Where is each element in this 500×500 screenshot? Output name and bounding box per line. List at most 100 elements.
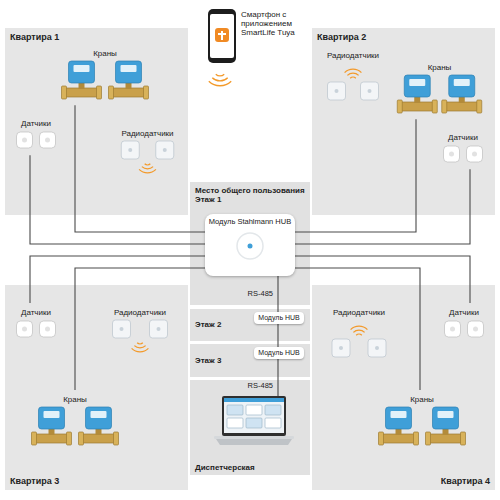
valve-pipe <box>429 434 463 443</box>
water-sensor <box>40 321 56 337</box>
radio-icon <box>103 319 177 359</box>
radio-sensor <box>150 320 168 338</box>
group-label: Датчики <box>440 133 486 142</box>
sensor-dot <box>335 89 339 93</box>
radio-icon <box>323 319 395 359</box>
app-icon-mark <box>221 31 223 40</box>
phone-screen <box>210 14 234 58</box>
panel-fill <box>5 285 188 490</box>
screen-bar <box>224 398 284 402</box>
screen-tile <box>227 418 243 428</box>
valve-nut <box>67 432 72 445</box>
floor-panel: Место общего пользования Этаж 1Модуль St… <box>190 182 310 305</box>
valve-nut <box>109 86 114 99</box>
laptop-cable <box>277 380 278 396</box>
edge-label: RS-485 <box>247 382 274 391</box>
control-room-panel: Диспетчерская <box>190 380 310 475</box>
water-sensor <box>445 321 461 337</box>
valve-actuator <box>404 75 430 97</box>
valve-nut <box>477 100 482 113</box>
signal-wire <box>295 169 470 244</box>
hub-face <box>237 233 263 259</box>
laptop-lid <box>222 396 286 436</box>
valve-nut <box>97 86 102 99</box>
valve-pipe <box>382 434 416 443</box>
panel-fill <box>190 309 310 341</box>
sensor-dot <box>450 327 455 332</box>
laptop-base <box>216 439 292 445</box>
module-label: Модуль HUB <box>256 314 302 322</box>
sensor-dot <box>375 346 379 350</box>
sensor-dot <box>472 152 477 157</box>
valve-nut <box>414 432 419 445</box>
rs485-line <box>277 324 278 347</box>
radio-sensor <box>113 320 131 338</box>
sensor-icon <box>13 319 59 341</box>
panel-fill <box>5 28 188 215</box>
sensor-dot <box>22 327 27 332</box>
panel-label: Этаж 2 <box>195 320 221 329</box>
hub-module: Модуль HUB <box>254 312 304 324</box>
group-label: Датчики <box>13 308 59 317</box>
valve-nut <box>62 86 67 99</box>
valve-nut <box>432 100 437 113</box>
panel-label: Квартира 2 <box>317 32 366 42</box>
group-label: Краны <box>28 395 122 404</box>
radio-sensor <box>332 339 350 357</box>
group-label: Радиодатчики <box>320 51 386 60</box>
phone-caption: Смартфон с приложением SmartLife Tuya <box>241 10 323 38</box>
valve-icon <box>375 406 469 448</box>
wave-arc <box>353 330 364 332</box>
wave-arc <box>347 73 358 75</box>
hub-module: Модуль HUB <box>254 347 304 359</box>
signal-wire <box>75 105 205 232</box>
sensor-dot <box>45 138 50 143</box>
sensor-icon <box>441 319 487 341</box>
valve-badge <box>121 65 137 72</box>
signal-wire <box>295 256 470 303</box>
valve-pipe <box>400 102 434 111</box>
panel-label: Этаж 3 <box>195 356 221 365</box>
signal-wire <box>75 268 205 390</box>
valve-actuator <box>86 407 112 429</box>
signal-wire <box>295 268 420 390</box>
sensor-group: Датчики <box>10 303 62 344</box>
valve-nut <box>461 432 466 445</box>
rs485-line <box>277 276 278 312</box>
screen-tile <box>246 418 262 428</box>
valve-pipe <box>35 434 69 443</box>
edge-label: RS-485 <box>247 290 274 299</box>
valve-nut <box>114 432 119 445</box>
group-label: Датчики <box>13 119 59 128</box>
phone-icon <box>207 8 237 66</box>
app-icon <box>215 28 229 42</box>
hub-led <box>248 243 253 248</box>
radio-sensor-group: Радиодатчики <box>110 124 185 183</box>
radio-sensor-group: Радиодатчики <box>317 46 389 105</box>
wifi-waves <box>209 74 231 86</box>
valve-pipe <box>65 88 99 97</box>
valve-icon <box>395 74 484 116</box>
screen-tile <box>227 405 243 415</box>
valve-group: Краны <box>372 390 472 451</box>
radio-sensor <box>328 82 346 100</box>
laptop-deck <box>214 436 294 439</box>
panel-fill <box>312 285 495 490</box>
group-label: Краны <box>58 49 152 58</box>
valve-group: Краны <box>55 44 155 105</box>
wave-arc <box>351 326 368 329</box>
wave-arc <box>350 77 356 78</box>
sensor-dot <box>128 148 132 152</box>
valve-badge <box>44 411 60 418</box>
radio-sensor <box>121 141 139 159</box>
water-sensor <box>467 146 483 162</box>
valve-nut <box>32 432 37 445</box>
valve-badge <box>91 411 107 418</box>
radio-sensor <box>156 141 174 159</box>
apartment-panel: Квартира 2РадиодатчикиКраныДатчики <box>312 28 495 215</box>
valve-nut <box>426 432 431 445</box>
sensor-group: Датчики <box>10 114 62 155</box>
smartphone: Смартфон с приложением SmartLife Tuya <box>205 6 325 64</box>
hub-icon <box>208 229 292 263</box>
